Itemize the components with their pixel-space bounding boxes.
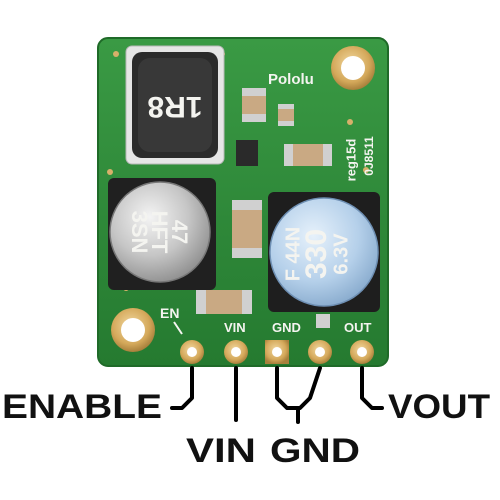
pin-pad-vout <box>350 340 374 364</box>
silk-label-out: OUT <box>344 320 372 335</box>
smd-part-small-2 <box>316 314 330 328</box>
callout-gnd <box>275 366 322 410</box>
smd-capacitor-bottom <box>196 290 252 314</box>
smd-diode <box>236 140 258 166</box>
mounting-hole-bottom-left <box>111 308 155 352</box>
inductor-marking: 1R8 <box>147 90 202 123</box>
brand-silkscreen: Pololu <box>268 71 314 88</box>
input-cap-marking-line3: 3SN <box>127 211 152 254</box>
output-cap-marking-line3: 6.3V <box>330 233 352 275</box>
output-cap-marking-line2: 330 <box>300 229 333 279</box>
callout-vout <box>360 366 384 410</box>
input-capacitor: 47 HFT 3SN <box>108 178 216 290</box>
silk-label-gnd: GND <box>272 320 301 335</box>
pin-label-enable: ENABLE <box>2 388 162 426</box>
output-capacitor: F 44N 330 6.3V <box>268 192 380 312</box>
smd-part-small-1 <box>278 104 294 126</box>
input-cap-marking-line1: 47 <box>167 220 192 244</box>
input-cap-marking-line2: HFT <box>147 211 172 254</box>
smd-resistor-top <box>242 88 266 122</box>
silk-label-vin: VIN <box>224 320 246 335</box>
silk-label-en: EN <box>160 305 179 321</box>
output-cap-marking-line1: F 44N <box>282 227 304 281</box>
pin-pad-vin <box>224 340 248 364</box>
mounting-hole-top-right <box>331 46 375 90</box>
smd-capacitor-center <box>232 200 262 258</box>
inductor: 1R8 <box>125 45 225 165</box>
callout-enable <box>170 366 194 410</box>
lot-code-silkscreen: 0J8511 <box>362 136 376 176</box>
pin-pad-gnd-2 <box>308 340 332 364</box>
pin-label-vout: VOUT <box>388 388 490 426</box>
smd-capacitor-right <box>284 144 332 166</box>
part-number-silkscreen: reg15d <box>343 139 358 182</box>
pin-label-vin: VIN <box>186 432 256 470</box>
pin-label-gnd: GND <box>270 432 360 470</box>
callout-lines <box>170 366 384 424</box>
pin-pad-gnd-1 <box>265 340 289 364</box>
pin-pad-enable <box>180 340 204 364</box>
